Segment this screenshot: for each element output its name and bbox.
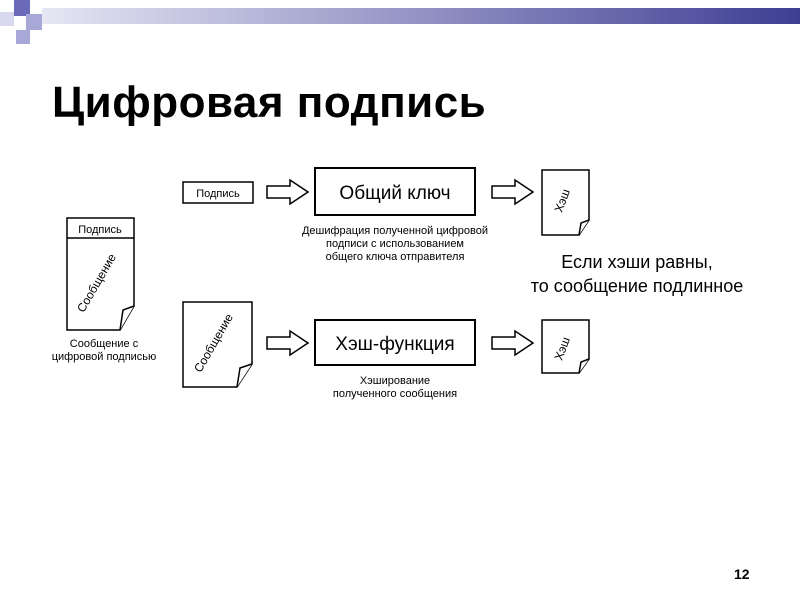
- header-gradient-bar: [42, 8, 800, 24]
- header-square: [0, 12, 14, 26]
- decrypt-caption-line3: общего ключа отправителя: [326, 251, 465, 263]
- decrypt-caption-line2: подписи с использованием: [326, 238, 464, 250]
- public-key-box: Общий ключ: [314, 167, 476, 216]
- slide-title: Цифровая подпись: [52, 78, 487, 127]
- arrow-hash-function-to-hash: [491, 329, 535, 357]
- hashing-caption-line1: Хэширование: [360, 375, 430, 387]
- hash-document-bottom: Хэш: [541, 319, 590, 374]
- message-document: Сообщение: [182, 301, 253, 388]
- signed-document-caption-line2: цифровой подписью: [52, 351, 157, 363]
- signed-document: Подпись Сообщение: [66, 217, 135, 331]
- arrow-message-to-hash-function: [266, 329, 310, 357]
- hash-document-top: Хэш: [541, 169, 590, 236]
- header-square: [16, 30, 30, 44]
- arrow-key-to-hash: [491, 178, 535, 206]
- signature-label: Подпись: [78, 224, 122, 236]
- arrow-signature-to-key: [266, 178, 310, 206]
- hashing-caption-line2: полученного сообщения: [333, 388, 457, 400]
- signed-document-caption-line1: Сообщение с: [70, 338, 139, 350]
- header-square: [26, 14, 42, 30]
- slide-number: 12: [734, 566, 750, 582]
- hash-function-label: Хэш-функция: [335, 334, 454, 355]
- signature-box-label: Подпись: [196, 188, 240, 200]
- header-bar: [0, 0, 800, 44]
- conclusion-line1: Если хэши равны,: [561, 252, 713, 272]
- conclusion-line2: то сообщение подлинное: [531, 276, 744, 296]
- hash-function-box: Хэш-функция: [314, 319, 476, 366]
- decrypt-caption-line1: Дешифрация полученной цифровой: [302, 225, 488, 237]
- signature-box: Подпись: [182, 181, 254, 204]
- public-key-label: Общий ключ: [339, 183, 450, 204]
- header-square: [14, 0, 30, 16]
